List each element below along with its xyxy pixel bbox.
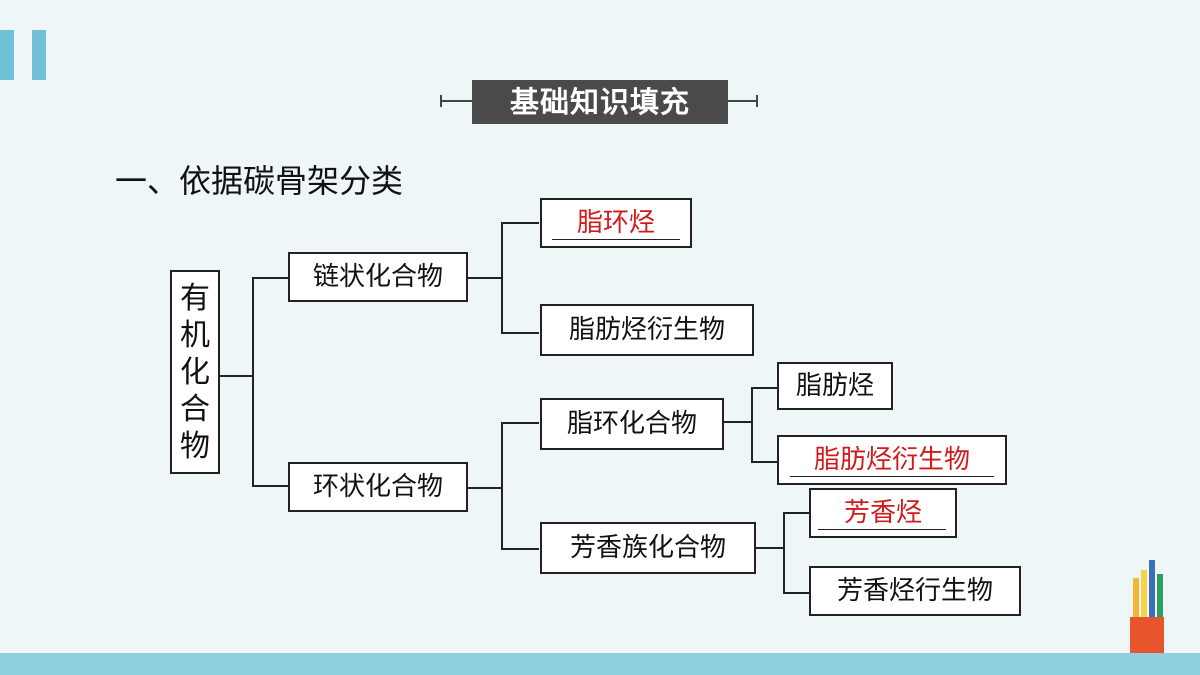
blank-underline: [818, 529, 946, 530]
connector: [751, 387, 753, 462]
node-alicyclic-fat-hydrocarbon: 脂肪烃: [777, 362, 893, 410]
root-char: 化: [180, 354, 210, 390]
node-chain-compound: 链状化合物: [288, 252, 468, 302]
title-rule-right: [728, 100, 758, 102]
page-heading: 一、依据碳骨架分类: [115, 162, 404, 200]
root-char: 机: [180, 317, 210, 353]
connector: [501, 422, 539, 424]
title-rule-left: [440, 100, 472, 102]
node-ring-compound: 环状化合物: [288, 462, 468, 512]
pencil-icon: [1133, 578, 1139, 622]
root-node-organic-compound: 有 机 化 合 物: [170, 270, 220, 474]
connector: [724, 421, 752, 423]
answer-text: 芳香烃: [843, 498, 922, 528]
connector: [751, 387, 777, 389]
connector: [756, 547, 784, 549]
decor-bar-2: [32, 30, 46, 80]
node-answer-aromatic-hydrocarbon: 芳香烃: [809, 488, 957, 538]
blank-underline: [790, 476, 994, 477]
title-rule-cap-right: [756, 95, 758, 107]
answer-text: 脂肪烃衍生物: [813, 445, 970, 475]
node-alicyclic-compound: 脂环化合物: [540, 398, 724, 450]
connector: [468, 277, 502, 279]
connector: [501, 222, 539, 224]
connector: [252, 277, 288, 279]
node-aliphatic-derivative: 脂肪烃衍生物: [540, 304, 754, 356]
connector: [468, 487, 502, 489]
node-answer-alicyclic-derivative: 脂肪烃衍生物: [777, 435, 1007, 485]
connector: [501, 332, 539, 334]
connector: [783, 512, 809, 514]
connector: [252, 277, 254, 486]
connector: [220, 375, 253, 377]
connector: [501, 222, 503, 333]
pencil-icon: [1149, 560, 1155, 622]
connector: [501, 548, 539, 550]
pencil-icon: [1141, 570, 1147, 622]
root-char: 物: [180, 428, 210, 464]
blank-underline: [552, 239, 680, 240]
root-char: 有: [180, 280, 210, 316]
answer-text: 脂环烃: [576, 208, 655, 238]
connector: [783, 512, 785, 593]
connector: [252, 485, 288, 487]
bottom-band: [0, 653, 1200, 675]
connector: [501, 422, 503, 549]
connector: [783, 592, 809, 594]
node-answer-aliphatic-hydrocarbon: 脂环烃: [540, 198, 692, 248]
node-aromatic-compound: 芳香族化合物: [540, 522, 756, 574]
connector: [751, 461, 777, 463]
section-title: 基础知识填充: [472, 80, 728, 124]
decor-bar-1: [0, 30, 14, 80]
pencil-icon: [1157, 574, 1163, 622]
node-aromatic-derivative: 芳香烃行生物: [809, 566, 1021, 616]
root-char: 合: [180, 391, 210, 427]
